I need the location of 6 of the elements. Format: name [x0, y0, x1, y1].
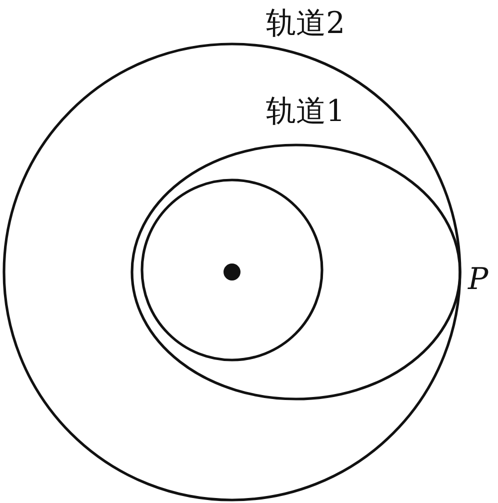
- orbit-label: 轨道2: [266, 8, 346, 40]
- point-label: P: [468, 264, 488, 296]
- planet-circle: [141, 179, 323, 361]
- orbit-ellipse: [131, 95, 462, 401]
- orbit-label: 轨道1: [266, 96, 346, 128]
- orbit-circle: [4, 8, 462, 502]
